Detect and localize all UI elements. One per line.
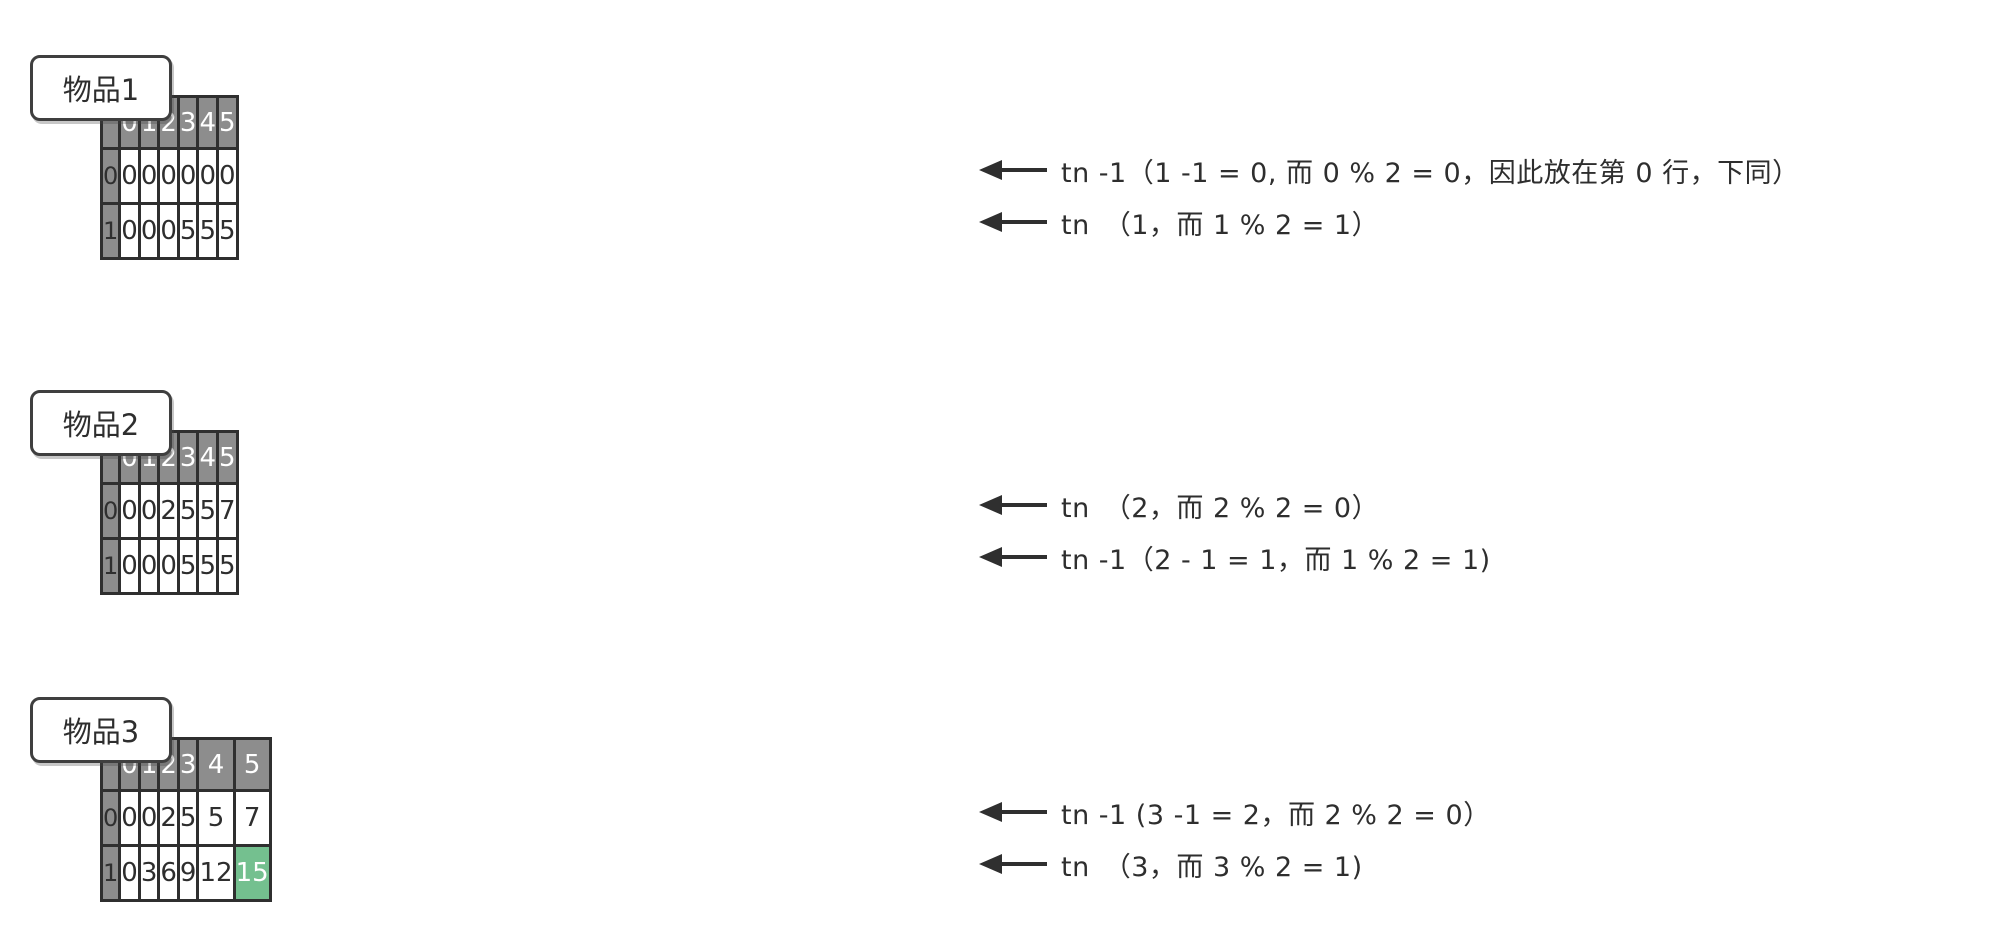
dp-cell: 5: [176, 789, 200, 847]
left-arrow-icon: [979, 547, 1047, 567]
dp-cell: 5: [216, 202, 239, 260]
col-header: 3: [176, 95, 200, 150]
dp-cell: 0: [137, 482, 161, 540]
annotation-text: tn （2，而 2 % 2 = 0）: [1061, 492, 1380, 524]
dp-cell: 0: [196, 147, 219, 205]
row-annotation: tn （2，而 2 % 2 = 0）: [979, 487, 1380, 524]
dp-cell: 0: [157, 202, 180, 260]
annotation-text: tn -1（1 -1 = 0, 而 0 % 2 = 0，因此放在第 0 行，下同…: [1061, 157, 1800, 189]
col-header: 5: [216, 95, 239, 150]
row-annotation: tn （1，而 1 % 2 = 1）: [979, 204, 1380, 241]
arrow-shaft: [1000, 503, 1047, 507]
row-label: 1: [99, 537, 122, 595]
row-label: 1: [99, 844, 122, 902]
dp-cell: 0: [137, 537, 161, 595]
item-label-badge: 物品3: [30, 697, 172, 763]
arrow-head-icon: [979, 547, 1002, 567]
left-arrow-icon: [979, 160, 1047, 180]
dp-cell: 2: [157, 482, 180, 540]
dp-cell: 0: [137, 202, 161, 260]
left-arrow-icon: [979, 495, 1047, 515]
dp-cell: 5: [196, 482, 219, 540]
dp-cell: 0: [137, 147, 161, 205]
col-header: 4: [196, 737, 236, 792]
dp-cell: 0: [118, 482, 141, 540]
row-label: 0: [99, 147, 122, 205]
dp-cell: 0: [137, 789, 161, 847]
dp-cell: 5: [196, 202, 219, 260]
item-label-badge: 物品2: [30, 390, 172, 456]
dp-cell: 0: [157, 537, 180, 595]
dp-cell: 7: [232, 789, 272, 847]
dp-cell: 0: [118, 789, 141, 847]
arrow-head-icon: [979, 495, 1002, 515]
col-header: 5: [216, 430, 239, 485]
col-header: 4: [196, 95, 219, 150]
arrow-shaft: [1000, 810, 1047, 814]
col-header: 3: [176, 737, 200, 792]
dp-cell: 5: [176, 202, 200, 260]
dp-cell: 3: [137, 844, 161, 902]
dp-cell-highlighted: 15: [232, 844, 272, 902]
annotation-text: tn （3，而 3 % 2 = 1): [1061, 851, 1363, 883]
annotation-text: tn -1（2 - 1 = 1，而 1 % 2 = 1): [1061, 544, 1491, 576]
dp-cell: 5: [176, 537, 200, 595]
arrow-shaft: [1000, 555, 1047, 559]
annotation-text: tn -1 (3 -1 = 2，而 2 % 2 = 0）: [1061, 799, 1491, 831]
dp-cell: 0: [157, 147, 180, 205]
dp-cell: 12: [196, 844, 236, 902]
left-arrow-icon: [979, 802, 1047, 822]
row-label: 0: [99, 789, 122, 847]
dp-cell: 6: [157, 844, 180, 902]
dp-cell: 0: [216, 147, 239, 205]
annotation-text: tn （1，而 1 % 2 = 1）: [1061, 209, 1380, 241]
left-arrow-icon: [979, 212, 1047, 232]
dp-cell: 0: [118, 537, 141, 595]
arrow-shaft: [1000, 862, 1047, 866]
row-label: 0: [99, 482, 122, 540]
arrow-shaft: [1000, 220, 1047, 224]
arrow-head-icon: [979, 854, 1002, 874]
left-arrow-icon: [979, 854, 1047, 874]
col-header: 5: [232, 737, 272, 792]
dp-cell: 0: [118, 147, 141, 205]
row-annotation: tn -1 (3 -1 = 2，而 2 % 2 = 0）: [979, 794, 1491, 831]
col-header: 4: [196, 430, 219, 485]
dp-cell: 5: [216, 537, 239, 595]
dp-cell: 0: [118, 202, 141, 260]
row-label: 1: [99, 202, 122, 260]
dp-cell: 0: [118, 844, 141, 902]
arrow-head-icon: [979, 802, 1002, 822]
dp-cell: 5: [176, 482, 200, 540]
arrow-head-icon: [979, 212, 1002, 232]
dp-cell: 9: [176, 844, 200, 902]
row-annotation: tn -1（1 -1 = 0, 而 0 % 2 = 0，因此放在第 0 行，下同…: [979, 152, 1800, 189]
dp-cell: 7: [216, 482, 239, 540]
dp-cell: 2: [157, 789, 180, 847]
arrow-shaft: [1000, 168, 1047, 172]
row-annotation: tn -1（2 - 1 = 1，而 1 % 2 = 1): [979, 539, 1491, 576]
item-label-badge: 物品1: [30, 55, 172, 121]
dp-cell: 5: [196, 789, 236, 847]
arrow-head-icon: [979, 160, 1002, 180]
row-annotation: tn （3，而 3 % 2 = 1): [979, 846, 1363, 883]
dp-cell: 5: [196, 537, 219, 595]
dp-cell: 0: [176, 147, 200, 205]
col-header: 3: [176, 430, 200, 485]
